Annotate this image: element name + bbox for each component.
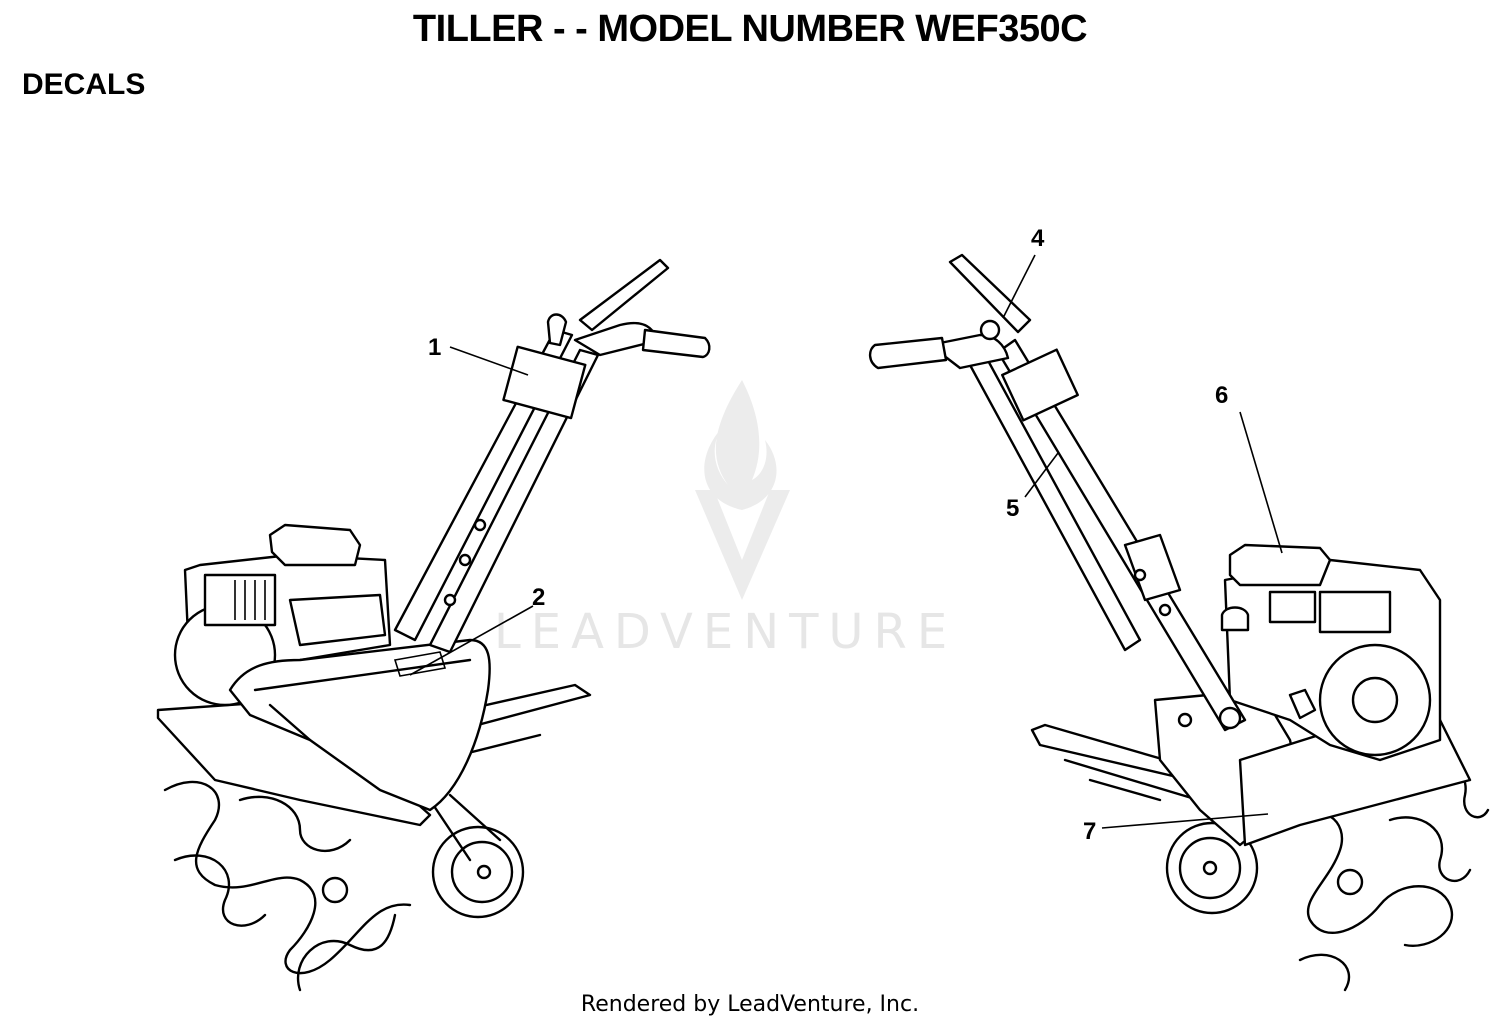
- section-heading: DECALS: [22, 68, 146, 101]
- left-right-grip: [641, 328, 711, 359]
- right-air-cleaner: [1228, 543, 1332, 587]
- right-control-lever: [948, 253, 1032, 334]
- right-tiller: [868, 253, 1490, 992]
- left-air-cleaner: [268, 523, 362, 567]
- right-handle-crossbar: [928, 333, 1010, 370]
- left-tine-hub: [321, 876, 349, 904]
- left-transmission-cover: [228, 638, 491, 812]
- watermark-text: LEADVENTURE: [494, 604, 958, 660]
- decal-1-patch: [502, 345, 587, 420]
- callout-4: 4: [1031, 225, 1045, 252]
- left-tiller: [156, 258, 711, 992]
- callout-2: 2: [532, 584, 546, 611]
- footer-credit: Rendered by LeadVenture, Inc.: [580, 992, 920, 1017]
- left-control-lever: [578, 258, 670, 332]
- left-tine-blade: [163, 780, 412, 975]
- right-tine-blade: [1288, 810, 1454, 947]
- leader-lines: [409, 254, 1283, 829]
- decal-5-patch: [1001, 348, 1079, 422]
- page-title: TILLER - - MODEL NUMBER WEF350C: [412, 8, 1088, 50]
- decal-4-patch: [979, 319, 1001, 341]
- callout-5: 5: [1006, 495, 1020, 522]
- callout-6: 6: [1215, 382, 1229, 409]
- right-fuel-cap: [1220, 606, 1250, 632]
- right-tine-hub: [1336, 868, 1364, 896]
- leadventure-logo-watermark: [695, 380, 790, 600]
- right-left-grip: [868, 336, 948, 370]
- callout-7: 7: [1083, 818, 1097, 845]
- callout-1: 1: [428, 334, 442, 361]
- decal-6-patch: [1268, 590, 1317, 624]
- decal-2-patch: [393, 651, 447, 677]
